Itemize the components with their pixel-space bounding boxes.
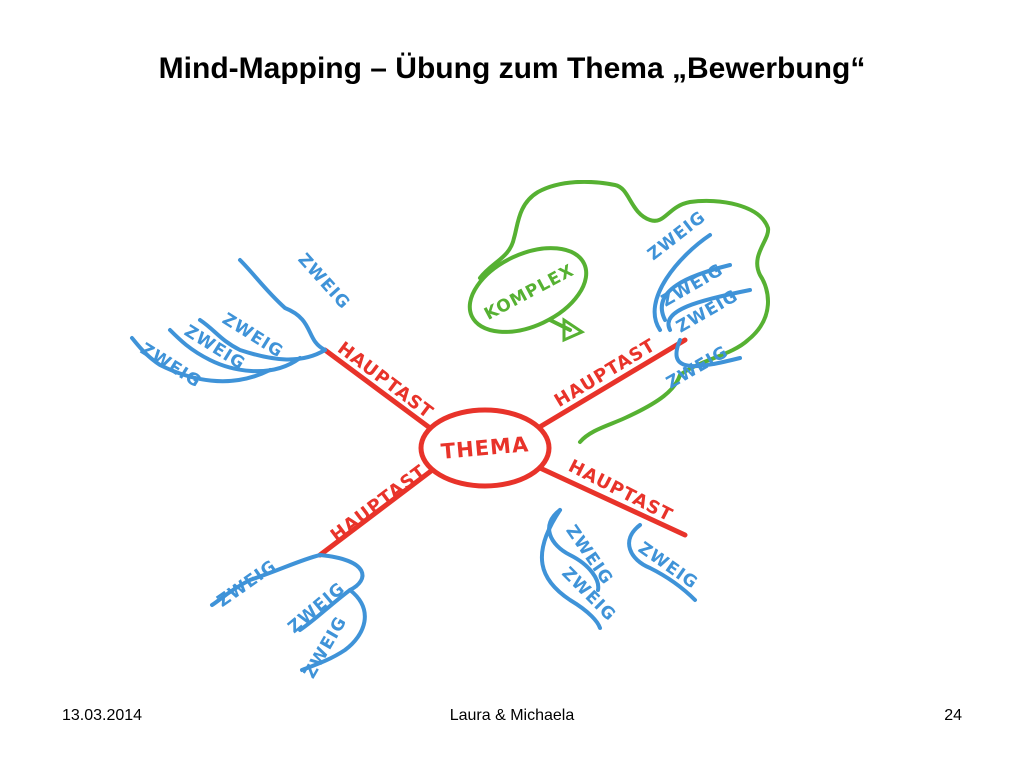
sub-branch-connector [659, 263, 732, 322]
sub-branches-upper-right: ZWEIG ZWEIG ZWEIG ZWEIG [644, 207, 752, 393]
main-branch-upper-left-label: HAUPTAST [333, 338, 437, 424]
sub-branch-connector [300, 588, 367, 672]
sub-branch-connector [168, 328, 302, 374]
main-branch-lower-right-line [537, 465, 688, 538]
sub-branch-label: ZWEIG [214, 556, 281, 611]
footer-page-number: 24 [944, 707, 962, 724]
komplex-arrow-shaft [548, 318, 572, 332]
center-node: THEMA [418, 407, 552, 489]
slide-title: Mind-Mapping – Übung zum Thema „Bewerbun… [158, 52, 866, 85]
sub-branches-lower-left: ZWEIG ZWEIG ZWEIG [210, 553, 367, 680]
footer-date: 13.03.2014 [62, 707, 143, 724]
komplex-bubble [467, 246, 589, 334]
footer-author: Laura & Michaela [449, 707, 575, 724]
sub-branch-connector [130, 336, 272, 384]
komplex-label: KOMPLEX [481, 261, 578, 325]
sub-branch-connector [540, 508, 602, 630]
main-branch-lower-right-label: HAUPTAST [565, 456, 676, 527]
main-branch-lower-left-label: HAUPTAST [327, 461, 431, 547]
sub-branch-connector [674, 338, 742, 369]
sub-branch-connector [198, 318, 327, 362]
sub-branch-label: ZWEIG [137, 339, 205, 392]
sub-branch-label: ZWEIG [644, 207, 710, 265]
sub-branch-label: ZWEIG [294, 250, 354, 314]
komplex-arrow-head [562, 317, 586, 343]
sub-branch-connector [210, 553, 322, 607]
main-branch-upper-right-label: HAUPTAST [551, 335, 660, 412]
sub-branches-upper-left: ZWEIG ZWEIG ZWEIG ZWEIG [130, 250, 354, 392]
main-branch-lower-left-line [317, 465, 438, 558]
sub-branch-connector [666, 288, 752, 332]
center-node-circle [418, 407, 552, 489]
mindmap-figure: KOMPLEX HAUPTAST HAUPTAST HAUPTAST HAUPT… [120, 180, 840, 680]
main-branch-upper-left-line [322, 347, 433, 431]
sub-branch-connector [627, 523, 697, 602]
sub-branch-connector [238, 258, 327, 352]
callout-cloud-outline [478, 180, 771, 444]
sub-branch-connector [652, 233, 712, 332]
sub-branches-lower-right: ZWEIG ZWEIG ZWEIG [540, 508, 701, 630]
main-branch-upper-right-line [535, 337, 688, 431]
